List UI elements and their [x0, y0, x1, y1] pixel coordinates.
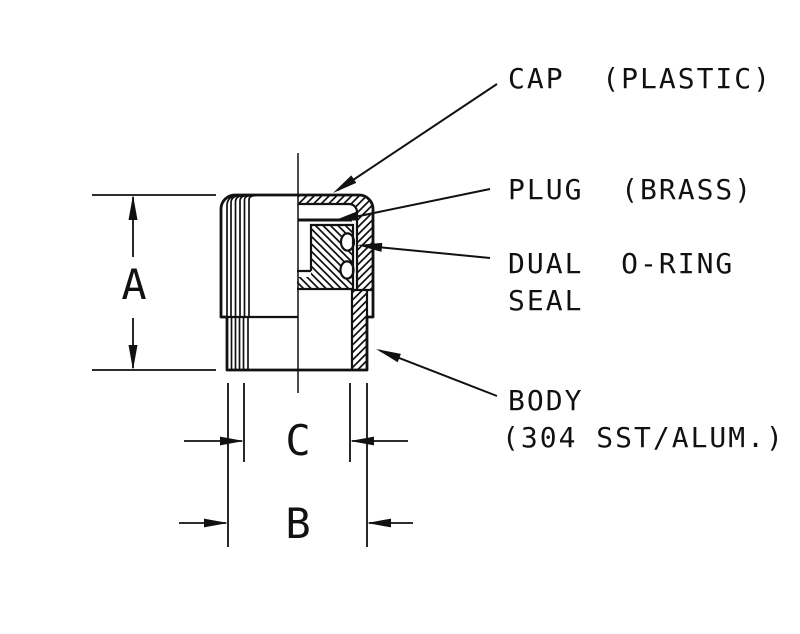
dim-b-label: B — [285, 499, 310, 548]
dim-c-extension-lines — [243, 383, 351, 462]
dim-b-arrow-right — [367, 518, 391, 528]
plug-leader-arrowhead — [333, 211, 359, 221]
body-label-line2: (304 SST/ALUM.) — [502, 421, 785, 454]
oring-label-line2: SEAL — [508, 284, 583, 317]
dim-a-extension-lines — [92, 194, 216, 371]
oring-leader-line — [361, 244, 491, 259]
dim-a-arrow-down — [128, 345, 138, 370]
callout-labels: CAP (PLASTIC) PLUG (BRASS) DUAL O-RING S… — [502, 62, 785, 454]
oring-label-line1: DUAL O-RING — [508, 247, 734, 280]
part-outline — [219, 193, 375, 372]
dim-b-extension-lines — [227, 383, 368, 547]
plug-label: PLUG (BRASS) — [508, 173, 753, 206]
dim-c-arrow-right — [350, 436, 374, 446]
dim-c-arrow-left — [220, 436, 244, 446]
dim-a-label: A — [121, 260, 146, 309]
cap-inner-edge — [298, 202, 359, 290]
body-label-line1: BODY — [508, 384, 583, 417]
dimension-a: A — [92, 194, 216, 371]
body-leader-line — [379, 349, 498, 397]
oring-leader-arrowhead — [357, 242, 383, 252]
dim-a-arrow-up — [128, 195, 138, 220]
dim-b-arrow-left — [204, 518, 228, 528]
dimension-b: B — [179, 383, 413, 548]
dimension-c: C — [184, 383, 408, 465]
cap-label: CAP (PLASTIC) — [508, 62, 772, 95]
body-inner-edge — [350, 288, 373, 370]
body-leader-arrowhead — [376, 349, 401, 363]
body-section-hatch — [352, 290, 367, 370]
cap-leader-line — [337, 83, 498, 191]
o-ring-lower — [339, 260, 355, 280]
plug-outline — [297, 223, 355, 291]
callout-leaders — [333, 83, 498, 397]
cap-leader-arrowhead — [333, 175, 357, 193]
cap-knurl-lines — [226, 194, 257, 317]
dim-c-label: C — [285, 416, 310, 465]
body-thread-lines — [230, 317, 249, 370]
plug-leader-line — [339, 188, 491, 221]
part-views — [219, 153, 375, 393]
